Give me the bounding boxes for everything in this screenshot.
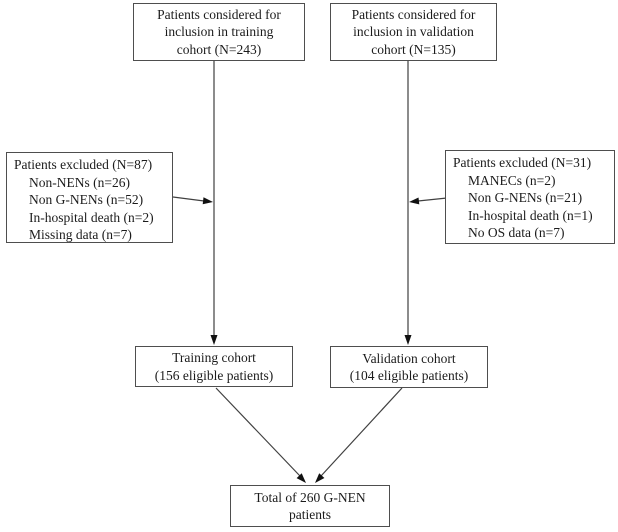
box-training-cohort: Training cohort (156 eligible patients) [135,346,293,387]
box-line: cohort (N=135) [371,41,456,57]
excluded-item: In-hospital death (n=2) [29,209,154,225]
box-line: inclusion in validation [353,24,474,40]
box-validation-considered: Patients considered for inclusion in val… [330,3,497,61]
box-training-considered: Patients considered for inclusion in tra… [133,3,305,61]
excluded-item: Non-NENs (n=26) [29,174,130,190]
arrowhead-training-excluded [202,197,213,205]
excluded-item: Non G-NENs (n=52) [29,192,144,207]
box-line: inclusion in training [164,24,274,40]
box-validation-cohort: Validation cohort (104 eligible patients… [330,346,488,388]
arrowhead-training-total [296,473,306,483]
box-line: Training cohort [172,350,256,365]
excluded-item: Non G-NENs (n=21) [468,190,583,205]
excluded-title: Patients excluded (N=87) [14,157,153,172]
box-total: Total of 260 G-NEN patients [230,485,390,527]
line-validation-total [320,387,403,477]
excluded-item: In-hospital death (n=1) [468,207,593,223]
line-training-excluded [172,196,205,202]
box-line: patients [289,507,331,522]
box-line: cohort (N=243) [176,41,262,57]
arrowhead-validation-cohort [404,335,412,345]
excluded-title: Patients excluded (N=31) [453,155,592,170]
box-line: Patients considered for [351,6,476,22]
box-line: Patients considered for [157,6,281,22]
line-training-total [215,387,301,477]
arrowhead-validation-total [315,473,325,483]
box-training-excluded: Patients excluded (N=87) Non-NENs (n=26)… [6,152,173,243]
box-validation-excluded: Patients excluded (N=31) MANECs (n=2) No… [445,150,615,244]
arrowhead-training-cohort [210,335,218,345]
line-validation-excluded [417,197,448,202]
box-line: (104 eligible patients) [349,368,469,383]
excluded-item: Missing data (n=7) [29,227,132,242]
box-line: (156 eligible patients) [154,367,274,383]
box-line: Validation cohort [362,350,456,366]
arrowhead-validation-excluded [409,197,420,205]
excluded-item: No OS data (n=7) [468,225,565,240]
excluded-item: MANECs (n=2) [468,172,556,188]
box-line: Total of 260 G-NEN [254,489,366,505]
